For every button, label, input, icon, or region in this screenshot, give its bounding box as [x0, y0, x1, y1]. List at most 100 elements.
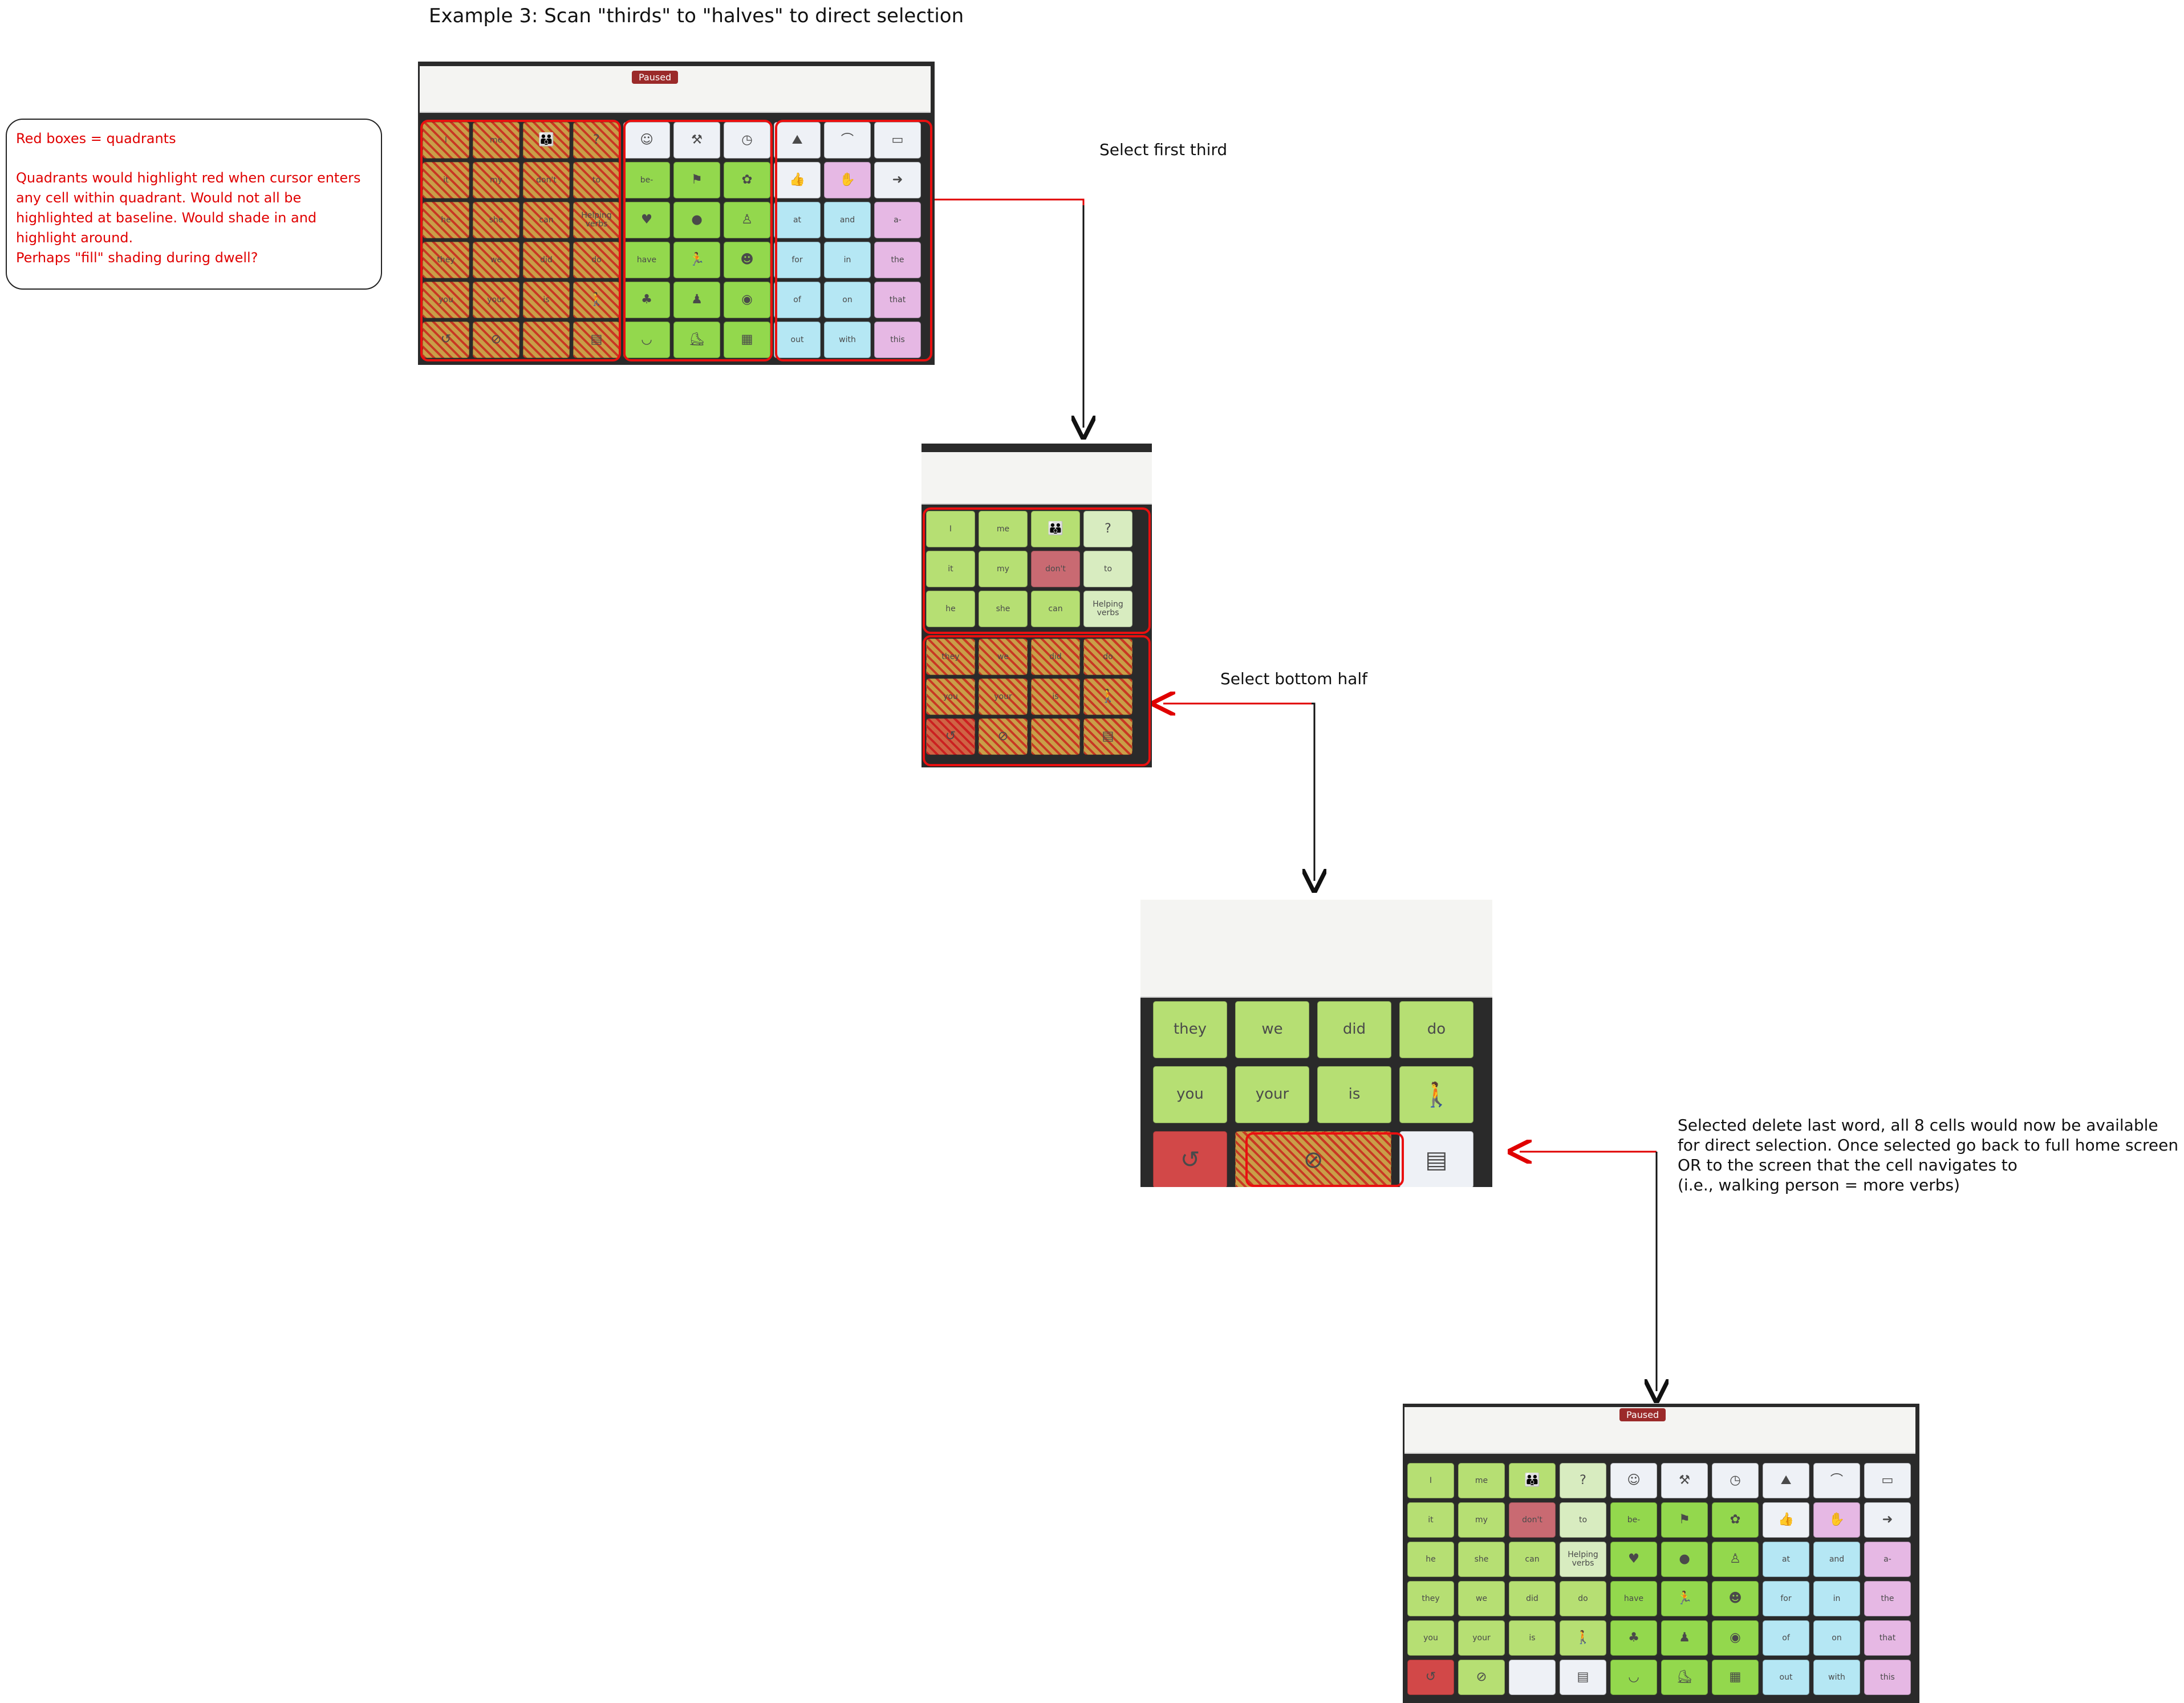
people-icon[interactable]: 👪: [523, 122, 570, 158]
grid-cell[interactable]: do: [1399, 1001, 1473, 1058]
no-icon[interactable]: ⊘: [979, 718, 1028, 755]
person-icon[interactable]: ♟: [1661, 1620, 1708, 1656]
grid-cell[interactable]: with: [824, 322, 871, 358]
skate-icon[interactable]: ⛸: [673, 322, 720, 358]
no-icon[interactable]: ⊘: [473, 322, 519, 358]
grid-cell[interactable]: on: [824, 282, 871, 318]
grid-cell[interactable]: is: [1509, 1620, 1556, 1656]
grid-cell[interactable]: and: [824, 202, 871, 238]
cat-icon[interactable]: ✿: [724, 162, 770, 198]
run2-icon[interactable]: 🏃: [673, 242, 720, 278]
grid-cell[interactable]: I: [926, 511, 975, 547]
grid-cell[interactable]: have: [1610, 1581, 1657, 1616]
clear-icon[interactable]: ▤: [1083, 718, 1132, 755]
thumb-icon[interactable]: 👍: [1763, 1502, 1809, 1538]
no-icon[interactable]: ⊘: [1458, 1660, 1505, 1695]
grid-cell[interactable]: in: [1813, 1581, 1860, 1616]
grid-cell[interactable]: for: [1763, 1581, 1809, 1616]
clear-icon[interactable]: ▤: [573, 322, 620, 358]
hands-icon[interactable]: ✋: [1813, 1502, 1860, 1538]
grid-cell[interactable]: she: [473, 202, 519, 238]
face2-icon[interactable]: ☻: [724, 242, 770, 278]
grid-cell[interactable]: he: [423, 202, 469, 238]
no-icon[interactable]: ⊘: [1235, 1131, 1391, 1187]
rainbow-icon[interactable]: ⌒: [1813, 1463, 1860, 1498]
landscape-icon[interactable]: ⛰: [1763, 1463, 1809, 1498]
grid-cell[interactable]: your: [979, 678, 1028, 715]
undo-icon[interactable]: ↺: [1153, 1131, 1227, 1187]
grid-cell[interactable]: a-: [874, 202, 921, 238]
grid-cell[interactable]: don't: [1509, 1502, 1556, 1538]
grid-cell[interactable]: is: [1031, 678, 1080, 715]
grid-cell[interactable]: it: [926, 551, 975, 587]
heart-icon[interactable]: ♥: [623, 202, 670, 238]
question-icon[interactable]: ?: [1083, 511, 1132, 547]
grid-cell[interactable]: do: [573, 242, 620, 278]
desk-icon[interactable]: ▦: [724, 322, 770, 358]
grid-cell[interactable]: your: [1458, 1620, 1505, 1656]
bird-icon[interactable]: ●: [1661, 1542, 1708, 1577]
grid-cell[interactable]: they: [423, 242, 469, 278]
desk-icon[interactable]: ▦: [1712, 1660, 1759, 1695]
grid-cell[interactable]: to: [1083, 551, 1132, 587]
stand-icon[interactable]: ♙: [724, 202, 770, 238]
grid-cell[interactable]: they: [1153, 1001, 1227, 1058]
grid-cell[interactable]: for: [774, 242, 821, 278]
grid-cell[interactable]: have: [623, 242, 670, 278]
grid-cell[interactable]: we: [473, 242, 519, 278]
walk-icon[interactable]: 🚶: [573, 282, 620, 318]
stand-icon[interactable]: ♙: [1712, 1542, 1759, 1577]
grid-cell[interactable]: can: [523, 202, 570, 238]
grid-cell[interactable]: to: [1560, 1502, 1606, 1538]
grid-cell[interactable]: we: [1235, 1001, 1309, 1058]
run-icon[interactable]: ⚑: [673, 162, 720, 198]
grid-cell[interactable]: [523, 322, 570, 358]
grid-cell[interactable]: be-: [1610, 1502, 1657, 1538]
tree-icon[interactable]: ♣: [1610, 1620, 1657, 1656]
walk-icon[interactable]: 🚶: [1399, 1066, 1473, 1123]
run2-icon[interactable]: 🏃: [1661, 1581, 1708, 1616]
grid-cell[interactable]: Helping verbs: [1083, 591, 1132, 627]
face-icon[interactable]: ☺: [1610, 1463, 1657, 1498]
grid-cell[interactable]: can: [1509, 1542, 1556, 1577]
grid-cell[interactable]: do: [1560, 1581, 1606, 1616]
grid-cell[interactable]: me: [1458, 1463, 1505, 1498]
grid-cell[interactable]: my: [473, 162, 519, 198]
grid-cell[interactable]: out: [774, 322, 821, 358]
grid-cell[interactable]: did: [1509, 1581, 1556, 1616]
grid-cell[interactable]: out: [1763, 1660, 1809, 1695]
grid-cell[interactable]: the: [874, 242, 921, 278]
grid-cell[interactable]: me: [979, 511, 1028, 547]
grid-cell[interactable]: he: [1407, 1542, 1454, 1577]
hammer-icon[interactable]: ⚒: [673, 122, 720, 158]
bowl-icon[interactable]: ◡: [1610, 1660, 1657, 1695]
grid-cell[interactable]: my: [979, 551, 1028, 587]
grid-cell[interactable]: they: [926, 639, 975, 675]
pig-icon[interactable]: ◉: [724, 282, 770, 318]
grid-cell[interactable]: your: [473, 282, 519, 318]
grid-cell[interactable]: that: [874, 282, 921, 318]
grid-cell[interactable]: is: [523, 282, 570, 318]
grid-cell[interactable]: that: [1864, 1620, 1911, 1656]
grid-cell[interactable]: you: [423, 282, 469, 318]
person-icon[interactable]: ♟: [673, 282, 720, 318]
cat-icon[interactable]: ✿: [1712, 1502, 1759, 1538]
grid-cell[interactable]: a-: [1864, 1542, 1911, 1577]
undo-icon[interactable]: ↺: [423, 322, 469, 358]
grid-cell[interactable]: we: [1458, 1581, 1505, 1616]
arrow-right-icon[interactable]: ➜: [874, 162, 921, 198]
grid-cell[interactable]: with: [1813, 1660, 1860, 1695]
grid-cell[interactable]: in: [824, 242, 871, 278]
grid-cell[interactable]: she: [979, 591, 1028, 627]
grid-cell[interactable]: your: [1235, 1066, 1309, 1123]
grid-cell[interactable]: this: [874, 322, 921, 358]
people-icon[interactable]: 👪: [1031, 511, 1080, 547]
question-icon[interactable]: ?: [1560, 1463, 1606, 1498]
heart-icon[interactable]: ♥: [1610, 1542, 1657, 1577]
grid-cell[interactable]: at: [1763, 1542, 1809, 1577]
undo-icon[interactable]: ↺: [1407, 1660, 1454, 1695]
arrow-right-icon[interactable]: ➜: [1864, 1502, 1911, 1538]
grid-cell[interactable]: she: [1458, 1542, 1505, 1577]
grid-cell[interactable]: of: [1763, 1620, 1809, 1656]
run-icon[interactable]: ⚑: [1661, 1502, 1708, 1538]
